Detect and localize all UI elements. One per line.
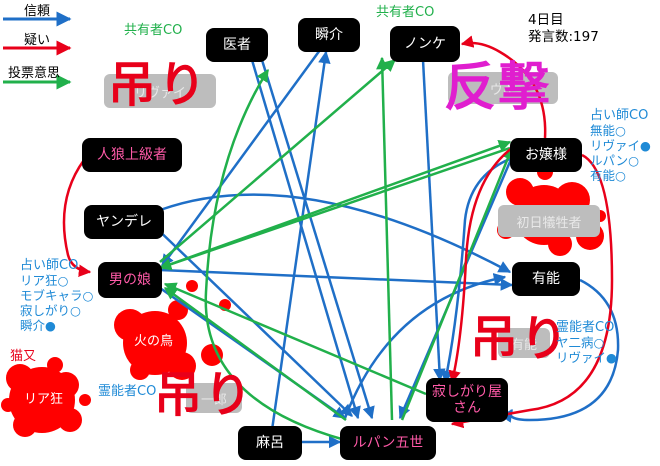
reinou-claim-list: 霊能者CO ヤ二病○ リヴァイ● bbox=[556, 320, 617, 365]
node-isha: 医者 bbox=[206, 28, 268, 62]
claim-line: リヴァイ● bbox=[556, 350, 617, 365]
claim-line: 霊能者CO bbox=[556, 320, 615, 335]
edge-otokonoko-nonke bbox=[159, 59, 396, 263]
claim-line: 無能○ bbox=[590, 123, 626, 138]
edge-shunsuke-otokonoko bbox=[160, 49, 322, 268]
edge-otokonoko-yuunou bbox=[159, 268, 514, 291]
ojousama-claim-list: 占い師CO 無能○ リヴァイ● ルパン○ 有能○ bbox=[590, 108, 651, 183]
hang-label-right: 吊り bbox=[470, 311, 571, 367]
day-label: 4日目 bbox=[528, 12, 564, 28]
legend-trust-label: 信頼 bbox=[24, 4, 51, 19]
node-ojousama: お嬢様 bbox=[510, 138, 582, 172]
legend-vote-label: 投票意思 bbox=[8, 66, 61, 81]
claim-line: 瞬介● bbox=[20, 318, 56, 333]
node-yuunou: 有能 bbox=[512, 262, 580, 296]
edge-lupin-nonke bbox=[376, 56, 394, 421]
node-maro: 麻呂 bbox=[238, 426, 302, 460]
edge-yandere-yuunou bbox=[159, 193, 512, 274]
node-otokonoko: 男の娘 bbox=[98, 262, 162, 298]
hang-label-top-left: 吊り bbox=[108, 57, 209, 113]
claim-line: 有能○ bbox=[590, 168, 626, 183]
node-nonke: ノンケ bbox=[390, 26, 460, 62]
edge-lupin-otokonoko-v bbox=[163, 286, 347, 422]
dead-label-shoniti: 初日犠牲者 bbox=[498, 205, 600, 237]
edge-ojousama-sabishigari-d bbox=[448, 147, 513, 384]
kyouyuu-co-right: 共有者CO bbox=[376, 5, 435, 20]
edge-yandere-ojousama bbox=[159, 139, 512, 270]
edge-maro-shunsuke bbox=[270, 50, 331, 431]
reinou-co-left: 霊能者CO bbox=[98, 384, 157, 399]
dead-label-bottom: 一郎 bbox=[186, 383, 242, 413]
claim-line: リヴァイ● bbox=[590, 138, 651, 153]
edge-yuunou-sabishigari bbox=[500, 278, 620, 423]
edge-ojousama-lupin-d bbox=[450, 153, 614, 429]
node-sabishigari: 寂しがり屋さん bbox=[426, 378, 508, 422]
claim-line: ルパン○ bbox=[590, 153, 640, 168]
edge-jinrou-otokonoko bbox=[62, 159, 92, 277]
node-yandere: ヤンデレ bbox=[84, 205, 164, 239]
claim-line: リア狂○ bbox=[20, 273, 69, 288]
dead-label-right-mid: 有能 bbox=[498, 328, 550, 358]
node-jinrou-joukyuu: 人狼上級者 bbox=[82, 138, 182, 172]
otokonoko-claim-list: 占い師CO リア狂○ モブキャラ○ 寂しがり○ 瞬介● bbox=[20, 258, 93, 333]
edge-ojousama-sabishigari bbox=[441, 156, 513, 384]
counter-label: 反撃 bbox=[444, 58, 553, 118]
edge-ojousama-nonke bbox=[460, 35, 547, 139]
hang-label-bottom: 吊り bbox=[154, 367, 255, 423]
edge-sabishigari-otokonoko bbox=[163, 282, 427, 396]
edge-shunsuke-ojousama bbox=[400, 146, 514, 421]
node-lupin: ルパン五世 bbox=[340, 426, 436, 460]
claim-line: 占い師CO bbox=[590, 108, 649, 123]
edge-isha-lupin bbox=[260, 59, 375, 420]
legend-doubt-label: 疑い bbox=[24, 33, 51, 48]
claim-line: ヤ二病○ bbox=[556, 335, 605, 350]
edge-nonke-sabishigari bbox=[421, 59, 446, 382]
kyouyuu-co-left: 共有者CO bbox=[124, 23, 183, 38]
speech-count: 発言数:197 bbox=[528, 29, 599, 45]
edge-lupin-yandere-v bbox=[204, 68, 346, 442]
node-shunsuke: 瞬介 bbox=[298, 18, 360, 52]
claim-line: 占い師CO bbox=[20, 258, 79, 273]
dead-label-left: リヴァイ bbox=[104, 74, 216, 108]
claim-line: モブキャラ○ bbox=[20, 288, 94, 303]
nekomata-label: 猫又 bbox=[10, 349, 37, 364]
hinotori-label: 火の鳥 bbox=[134, 334, 174, 349]
claim-line: 寂しがり○ bbox=[20, 303, 81, 318]
riakyou-label: リア狂 bbox=[24, 392, 64, 407]
edge-lupin-yuunou bbox=[343, 273, 507, 419]
